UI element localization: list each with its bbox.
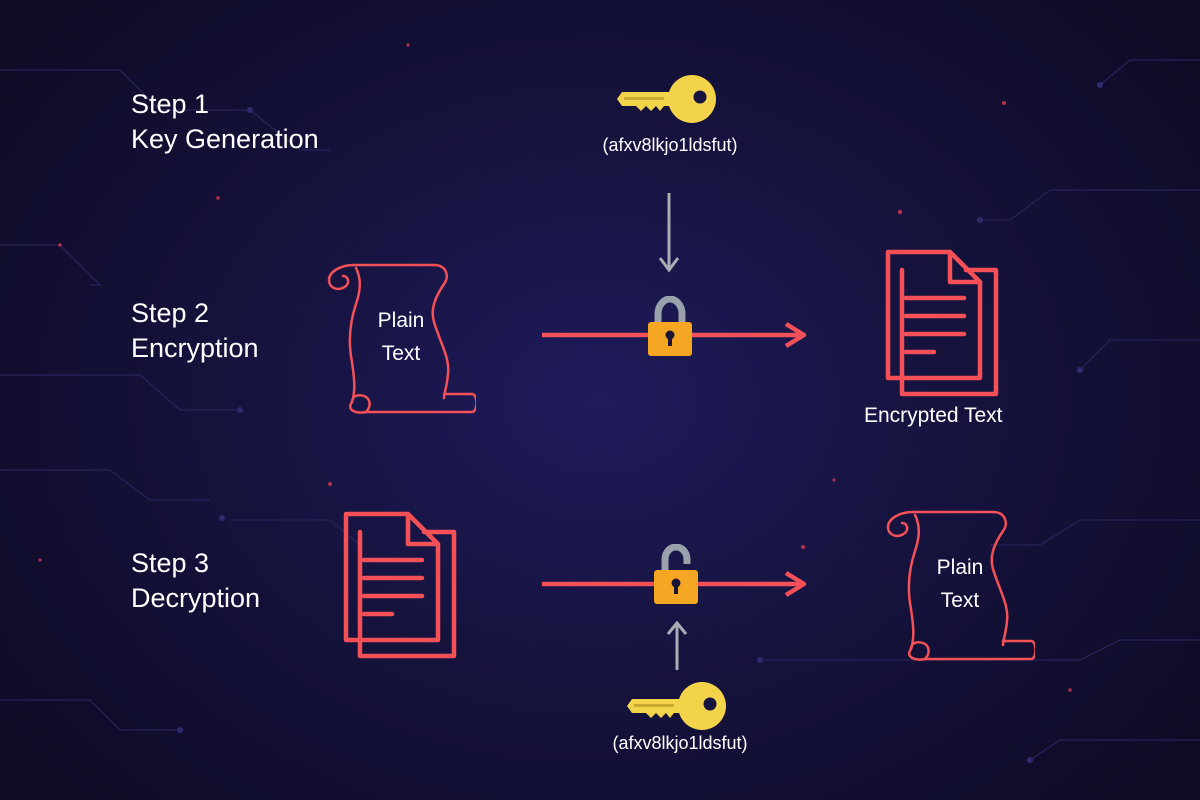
key-icon — [627, 682, 726, 730]
step-1-label: Step 1 Key Generation — [131, 87, 319, 157]
arrow-down-icon — [658, 193, 680, 273]
step-3-label: Step 3 Decryption — [131, 546, 260, 616]
step-3-title: Step 3 — [131, 548, 210, 578]
scroll-icon — [886, 510, 1035, 661]
plain-text-input-line2: Text — [381, 342, 421, 365]
padlock-unlocked-icon — [654, 544, 698, 604]
plain-text-output-label: Plain Text — [920, 551, 1000, 617]
plain-text-input-line1: Plain — [377, 309, 425, 332]
padlock-locked-icon — [648, 296, 692, 356]
document-icon — [343, 511, 457, 659]
key-value-top: (afxv8lkjo1ldsfut) — [602, 135, 738, 155]
scroll-icon — [327, 263, 476, 414]
step-1-name: Key Generation — [131, 124, 319, 154]
step-2-name: Encryption — [131, 333, 259, 363]
step-1-title: Step 1 — [131, 89, 210, 119]
key-value-bottom: (afxv8lkjo1ldsfut) — [612, 733, 748, 753]
document-icon — [885, 249, 999, 397]
step-2-label: Step 2 Encryption — [131, 296, 259, 366]
step-3-name: Decryption — [131, 583, 261, 613]
plain-text-output-line2: Text — [940, 589, 980, 612]
arrow-up-icon — [666, 620, 688, 670]
step-2-title: Step 2 — [131, 298, 210, 328]
plain-text-input-label: Plain Text — [361, 304, 441, 370]
plain-text-output-line1: Plain — [936, 556, 984, 579]
encrypted-text-label: Encrypted Text — [864, 404, 1003, 427]
key-icon — [617, 75, 716, 123]
